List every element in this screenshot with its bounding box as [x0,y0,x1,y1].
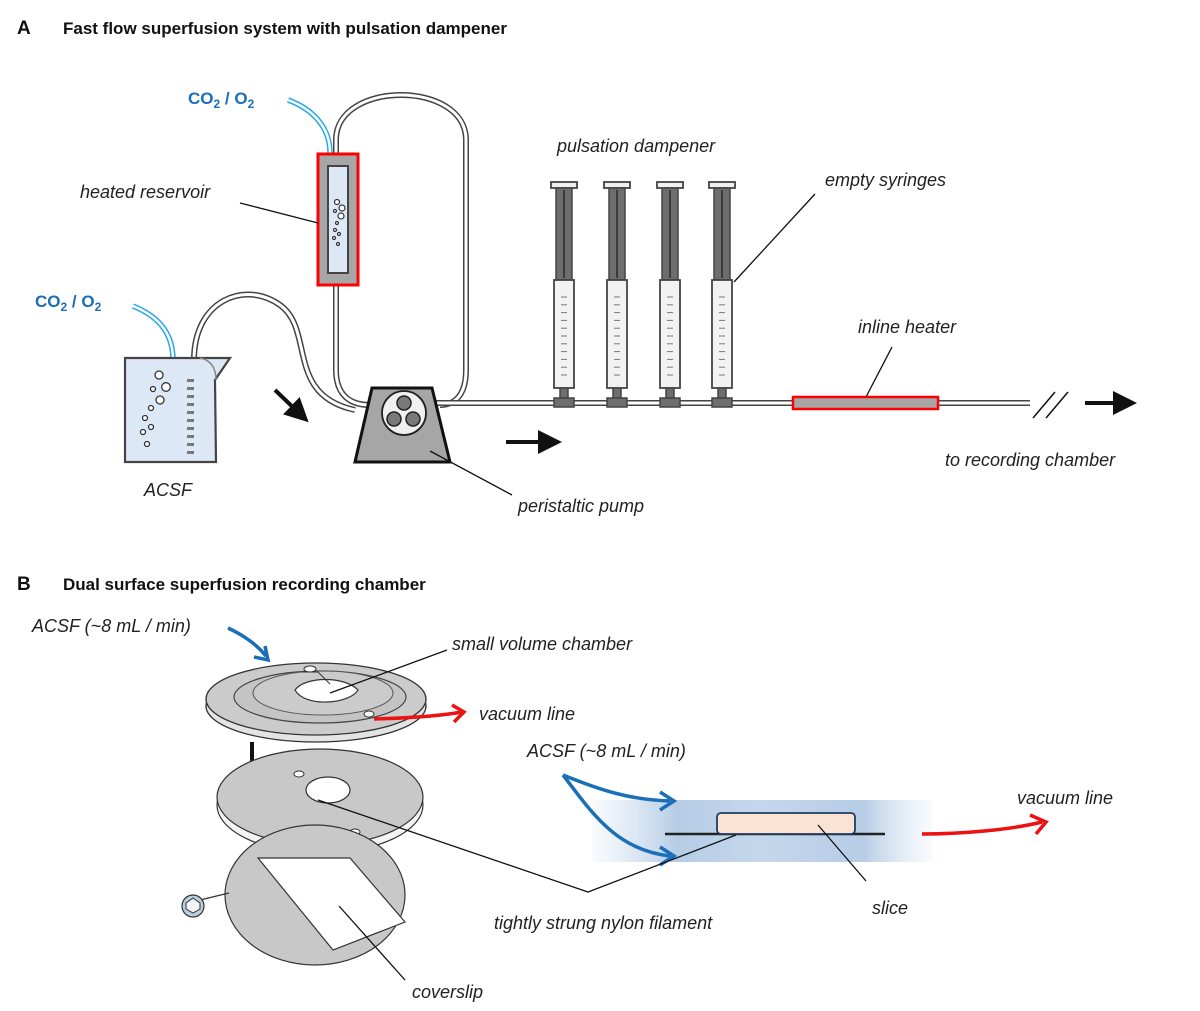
syringe [603,181,631,408]
bottom-plate [181,824,407,966]
label-pulsation-dampener: pulsation dampener [556,136,716,156]
gas-label-top: CO2 / O2 [188,89,255,111]
vacuum-arrow-left [373,710,463,721]
inflow-arrow-left [227,626,268,658]
label-vacuum-line-right: vacuum line [1017,788,1113,808]
label-coverslip: coverslip [412,982,483,1002]
flow-arrow-pump-in [273,388,309,423]
leader-peristaltic-pump [429,450,513,496]
syringe-array [550,181,736,408]
middle-plate [216,748,424,854]
panel-b-title: Dual surface superfusion recording chamb… [63,575,426,594]
label-nylon-filament: tightly strung nylon filament [494,913,713,933]
vacuum-arrow-right [921,820,1043,836]
inflow-arrow-lower [561,773,671,858]
leader-nylon-filament [317,799,737,893]
inline-heater [791,395,940,411]
syringe [656,181,684,408]
leader-heated-reservoir [239,202,319,224]
label-acsf-flow-right: ACSF (~8 mL / min) [526,741,686,761]
bubbles-icon [139,370,171,448]
slice [716,812,856,835]
bubbles-icon [331,198,346,247]
label-acsf: ACSF [143,480,193,500]
heated-reservoir [316,152,360,287]
leader-coverslip [338,905,406,981]
label-vacuum-line-left: vacuum line [479,704,575,724]
label-inline-heater: inline heater [858,317,957,337]
label-heated-reservoir: heated reservoir [80,182,211,202]
label-acsf-flow-left: ACSF (~8 mL / min) [31,616,191,636]
syringe [708,181,736,408]
break-mark-1 [1032,391,1056,419]
tube-reservoir-loop [333,92,469,408]
gas-line-beaker [131,303,176,361]
gas-label-left: CO2 / O2 [35,292,102,314]
syringe [550,181,578,408]
label-peristaltic-pump: peristaltic pump [517,496,644,516]
peristaltic-pump [353,386,452,464]
leader-empty-syringes [733,193,816,283]
coverslip-shape [256,857,407,951]
leader-inline-heater [865,346,893,398]
acsf-beaker [123,356,233,464]
panel-a-title: Fast flow superfusion system with pulsat… [63,19,507,38]
label-slice: slice [872,898,908,918]
top-chamber-plate [205,662,427,743]
inflow-arrow-upper [562,773,671,803]
break-mark-2 [1045,391,1069,419]
panel-a-letter: A [17,18,31,39]
label-empty-syringes: empty syringes [825,170,946,190]
label-small-volume-chamber: small volume chamber [452,634,633,654]
leader-slice [817,824,867,882]
tube-beaker-to-pump [191,291,356,413]
gas-line-reservoir [287,97,333,154]
panel-b-letter: B [17,574,31,595]
label-to-recording-chamber: to recording chamber [945,450,1116,470]
leader-small-volume-chamber [329,649,448,694]
